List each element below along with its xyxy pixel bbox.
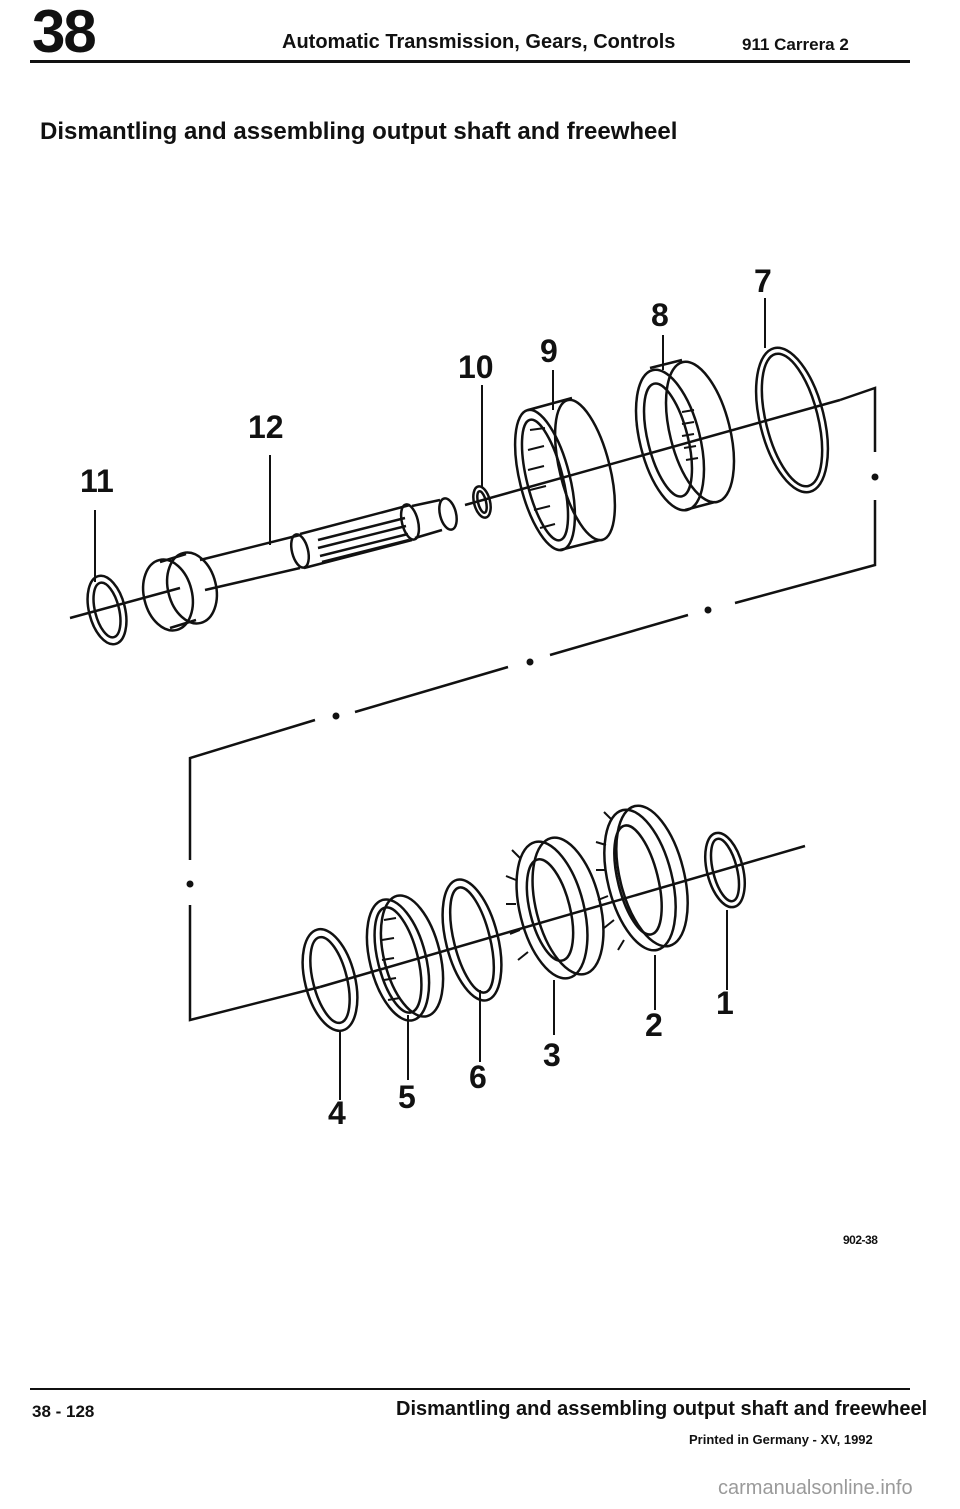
bracket-left-top	[188, 718, 316, 860]
label-part-6: 6	[469, 1059, 487, 1095]
part-4-thrust-washer	[301, 927, 359, 1033]
part-7-snap-ring	[754, 346, 830, 494]
bracket-dot	[186, 880, 194, 888]
label-part-8: 8	[651, 297, 669, 333]
header-title: Automatic Transmission, Gears, Controls	[282, 31, 676, 53]
part-8-freewheel	[634, 358, 736, 512]
axis-line-lower	[319, 844, 806, 989]
label-part-5: 5	[398, 1079, 416, 1115]
part-1-circlip	[704, 831, 746, 909]
bracket-diagonal-2	[354, 665, 509, 714]
watermark: carmanualsonline.info	[718, 1477, 913, 1499]
bracket-dot	[526, 658, 534, 666]
bracket-dot	[332, 712, 340, 720]
part-2-synchro-ring	[595, 804, 689, 952]
label-part-4: 4	[328, 1095, 346, 1131]
label-part-7: 7	[754, 263, 772, 299]
bracket-dot	[704, 606, 712, 614]
bracket-dot	[871, 473, 879, 481]
part-6-thrust-washer	[441, 878, 503, 1002]
footer-printed-note: Printed in Germany - XV, 1992	[689, 1432, 873, 1447]
header-rule	[30, 60, 910, 63]
footer-rule	[30, 1388, 910, 1390]
header-model: 911 Carrera 2	[742, 35, 849, 54]
footer-page-number: 38 - 128	[32, 1402, 95, 1421]
figure-code: 902-38	[843, 1233, 878, 1247]
label-part-11: 11	[80, 463, 114, 499]
label-part-9: 9	[540, 333, 558, 369]
label-part-1: 1	[716, 985, 734, 1021]
part-12-output-shaft	[141, 497, 458, 632]
part-9-internal-gear	[513, 396, 617, 552]
label-part-12: 12	[248, 409, 284, 445]
part-11-circlip	[86, 574, 128, 646]
section-number: 38	[32, 0, 97, 65]
bracket-diagonal-1	[549, 613, 689, 657]
part-10-circlip	[472, 485, 492, 519]
bracket-left-bottom	[188, 905, 321, 1022]
label-part-10: 10	[458, 349, 494, 385]
bracket-right-bottom	[734, 500, 877, 605]
label-part-3: 3	[543, 1037, 561, 1073]
label-part-2: 2	[645, 1007, 663, 1043]
part-3-gear-wheel	[505, 836, 605, 980]
part-5-needle-bearing	[365, 894, 445, 1022]
page-title: Dismantling and assembling output shaft …	[40, 118, 678, 145]
bracket-right-top	[839, 386, 877, 452]
footer-title: Dismantling and assembling output shaft …	[396, 1398, 928, 1420]
leader-lines	[94, 298, 766, 1100]
